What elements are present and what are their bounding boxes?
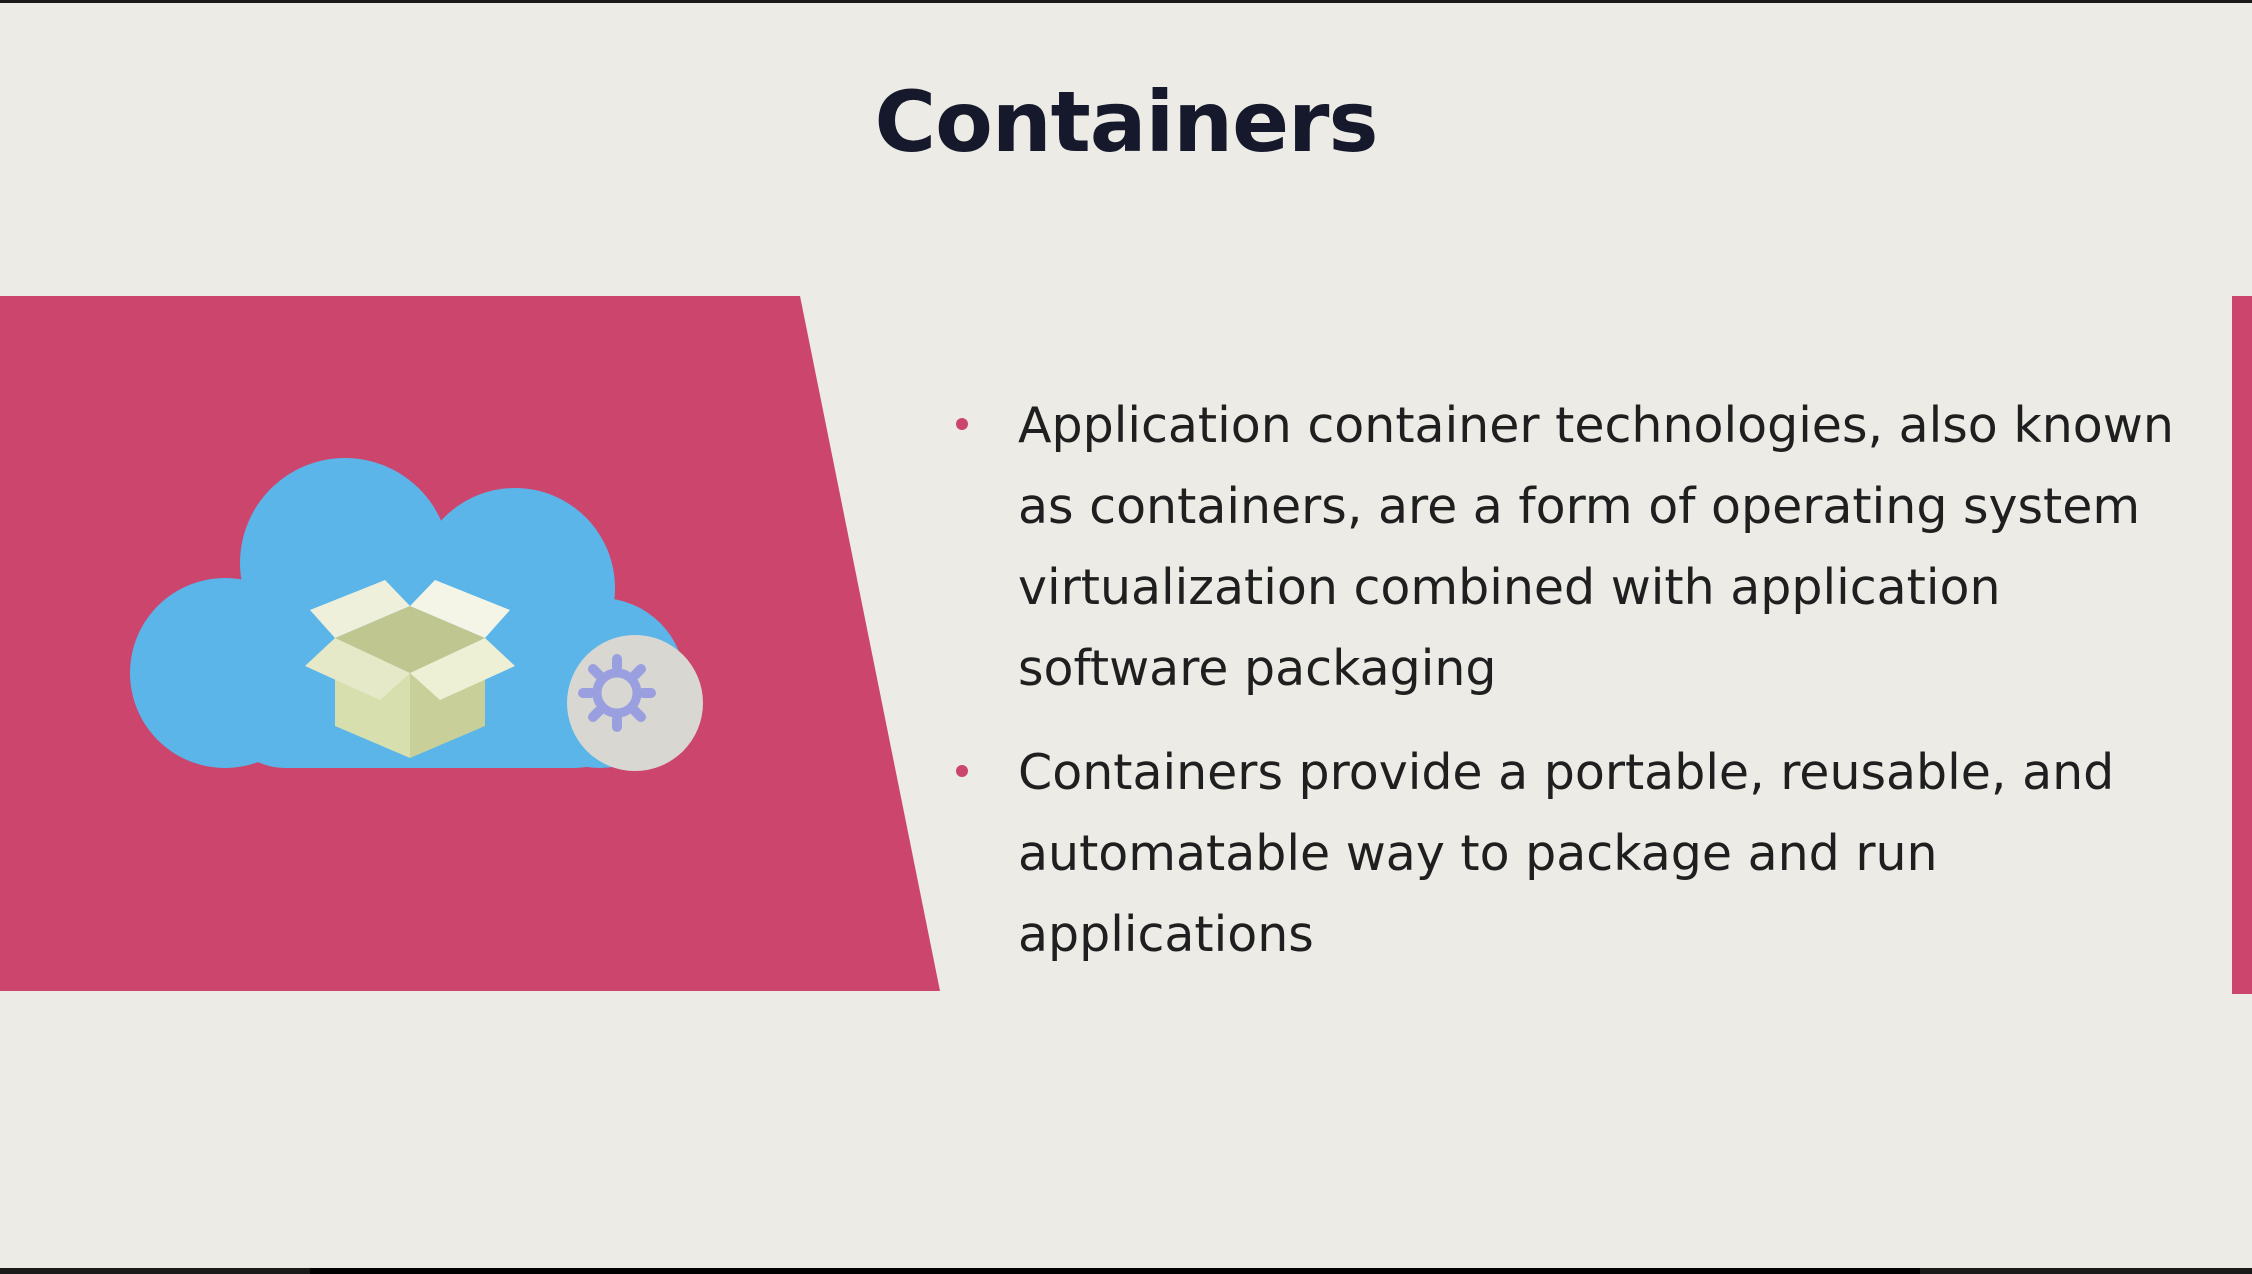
- slide: Containers: [0, 3, 2252, 1268]
- open-box-icon: [305, 580, 515, 758]
- gear-icon: [567, 635, 703, 771]
- cloud-container-illustration: [130, 458, 703, 771]
- bullet-list: Application container technologies, also…: [950, 385, 2220, 998]
- bullet-item: Application container technologies, also…: [950, 385, 2220, 709]
- bottom-bar: [310, 1268, 1920, 1274]
- right-accent-strip: [2232, 296, 2252, 994]
- bullet-text: Containers provide a portable, reusable,…: [1018, 744, 2115, 963]
- bullet-dot: [956, 418, 968, 430]
- bullet-text: Application container technologies, also…: [1018, 397, 2174, 697]
- bullet-dot: [956, 765, 968, 777]
- bullet-item: Containers provide a portable, reusable,…: [950, 732, 2220, 975]
- slide-title: Containers: [874, 73, 1379, 171]
